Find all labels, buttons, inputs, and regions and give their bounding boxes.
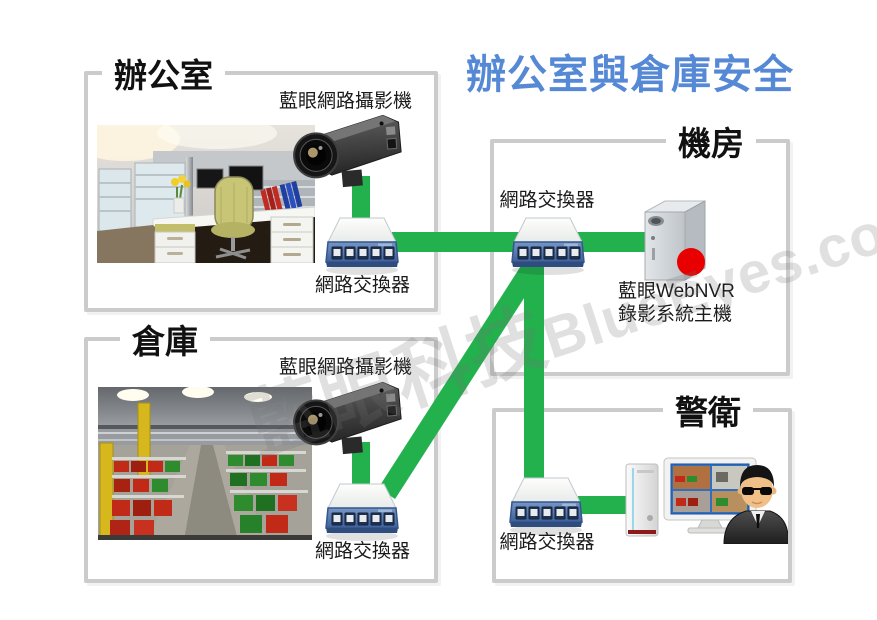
switch-ports [331,512,395,526]
cable-guard-switch-to-pc [578,496,634,514]
warehouse-camera-label: 藍眼網路攝影機 [278,357,412,378]
machine-room-zone-label: 機房 [666,118,756,164]
warehouse-zone-label: 倉庫 [120,316,210,362]
nvr-label-line1: 藍眼WebNVR [618,281,735,302]
warehouse-photo [98,386,312,541]
office-chair [211,176,255,260]
guard-zone-box: 警衛 [492,387,792,583]
guard-workstation-icon [624,456,789,545]
guard-switch-label: 網路交換器 [499,532,595,553]
central-network-switch-icon [506,214,590,276]
page-title: 辦公室與倉庫安全 [466,53,794,97]
nvr-server-icon [635,196,715,288]
monitor [663,457,757,534]
office-network-switch-icon [320,214,404,276]
switch-ports [331,246,395,260]
left-drawer-unit [154,224,196,264]
flowers [171,175,191,214]
central-switch-label: 網路交換器 [499,190,595,211]
machine-room-zone-box: 機房 [490,118,790,376]
right-crates [226,451,308,533]
pc-tower [625,463,659,537]
warehouse-zone-box: 倉庫 [84,316,438,583]
warehouse-switch-label: 網路交換器 [314,541,410,562]
cable-warehouse-camera-to-switch [352,442,370,488]
switch-ports [515,506,579,520]
office-zone-label: 辦公室 [102,50,225,96]
guard-network-switch-icon [504,474,588,536]
recording-red-dot [677,248,705,276]
guard-zone-label: 警衛 [663,387,753,433]
switch-ports [517,246,581,260]
office-photo [70,117,316,264]
sunglasses [742,487,772,495]
office-switch-label: 網路交換器 [314,275,410,296]
cable-central-to-guard-switch [524,250,544,500]
nvr-label: 藍眼WebNVR 錄影系統主機 [618,280,735,326]
warehouse-network-switch-icon [320,480,404,542]
security-guard-icon [723,465,789,545]
office-ip-camera-icon [279,108,408,198]
left-crates [110,457,186,538]
cable-office-camera-to-switch [352,176,370,224]
office-camera-label: 藍眼網路攝影機 [278,91,412,112]
warehouse-ip-camera-icon [279,375,408,465]
nvr-label-line2: 錄影系統主機 [618,304,733,325]
office-zone-box: 辦公室 [84,50,438,312]
right-drawer-unit [270,216,314,264]
